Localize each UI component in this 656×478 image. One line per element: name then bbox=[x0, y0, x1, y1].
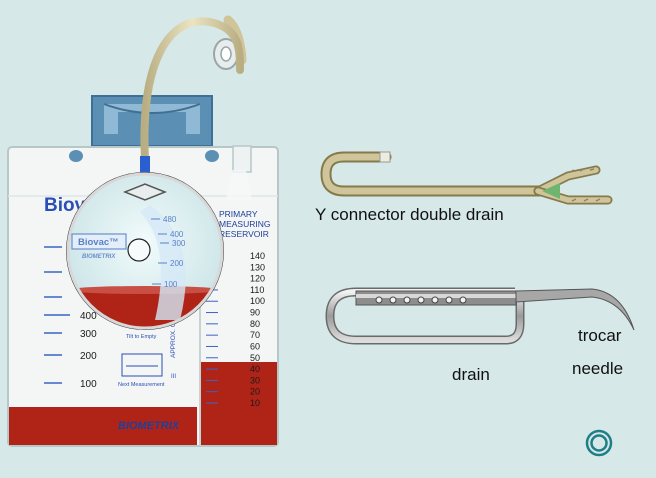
roman-numeral-label: III bbox=[171, 374, 176, 380]
footer-logo: BIOMETRIX bbox=[118, 420, 180, 432]
trocar-label: trocar bbox=[578, 326, 622, 345]
main-scale-400: 400 bbox=[80, 311, 97, 322]
reservoir-scale-label: 20 bbox=[250, 387, 260, 397]
lens-logo: BIOMETRIX bbox=[82, 254, 116, 260]
approx-cc-label: APPROX. CC bbox=[170, 318, 177, 358]
reservoir-scale-label: 110 bbox=[250, 285, 264, 295]
lens-scale-label: 100 bbox=[164, 280, 178, 289]
measurement-box-icon bbox=[121, 353, 163, 377]
lens-center-hole bbox=[127, 238, 151, 262]
needle-label: needle bbox=[572, 359, 623, 378]
y-connector-label: Y connector double drain bbox=[315, 205, 504, 224]
trocar-needle bbox=[515, 288, 635, 331]
reservoir-label-line3: RESERVOIR bbox=[219, 229, 269, 239]
y-connector-drain bbox=[320, 151, 613, 205]
reservoir-label-line1: PRIMARY bbox=[219, 209, 258, 219]
drain-label: drain bbox=[452, 365, 490, 384]
reservoir-scale-label: 100 bbox=[250, 296, 265, 306]
reservoir-label-line2: MEASURING bbox=[219, 219, 270, 229]
next-measurement-label: Next Measurement bbox=[118, 382, 165, 388]
reservoir-scale-label: 140 bbox=[250, 251, 265, 261]
reservoir-scale-label: 60 bbox=[250, 341, 260, 351]
main-scale-200: 200 bbox=[80, 351, 97, 362]
bag-hanger bbox=[91, 95, 213, 147]
lens-scale-label: 200 bbox=[170, 259, 184, 268]
lens-scale-label: 400 bbox=[170, 230, 184, 239]
hang-hole-left bbox=[69, 150, 83, 162]
lens-scale-label: 480 bbox=[163, 215, 177, 224]
main-tube bbox=[140, 17, 244, 164]
main-scale-100: 100 bbox=[80, 379, 97, 390]
reservoir-scale-label: 10 bbox=[250, 398, 260, 408]
main-scale-300: 300 bbox=[80, 329, 97, 340]
reservoir-scale-label: 120 bbox=[250, 274, 265, 284]
ring-icon bbox=[585, 429, 613, 457]
reservoir-scale-label: 50 bbox=[250, 353, 260, 363]
reservoir-scale-label: 90 bbox=[250, 308, 260, 318]
reservoir-scale-label: 30 bbox=[250, 375, 260, 385]
drain-with-trocar bbox=[325, 287, 635, 345]
reservoir-scale-label: 130 bbox=[250, 262, 265, 272]
tube-connector bbox=[140, 156, 150, 176]
reservoir-scale-label: 80 bbox=[250, 319, 260, 329]
tilt-to-empty-label: Tilt to Empty bbox=[126, 334, 157, 340]
lens-scale-label: 300 bbox=[172, 239, 186, 248]
lens-brand: Biovac™ bbox=[78, 237, 119, 248]
hang-hole-right bbox=[205, 150, 219, 162]
reservoir-scale-label: 40 bbox=[250, 364, 260, 374]
reservoir-scale-label: 70 bbox=[250, 330, 260, 340]
blood-level-main bbox=[9, 407, 197, 445]
